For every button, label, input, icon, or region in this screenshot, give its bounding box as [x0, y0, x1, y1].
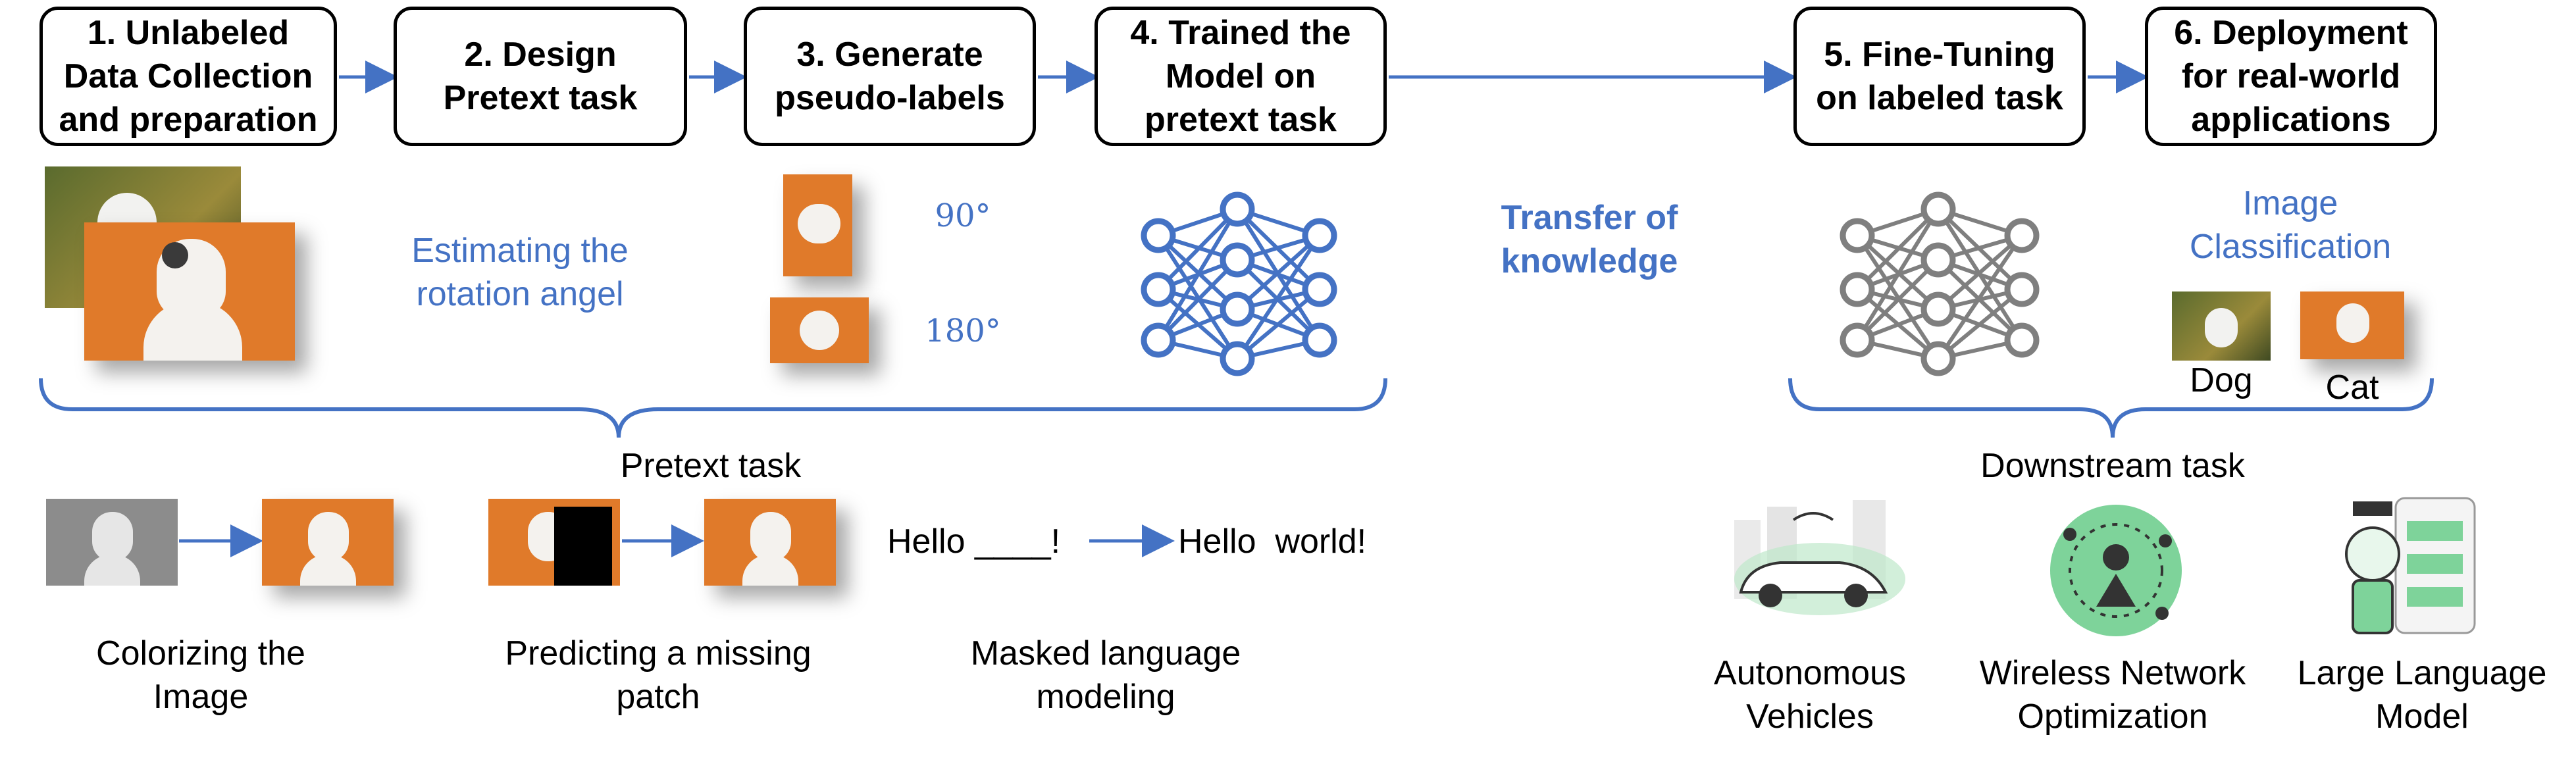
- colorizing-caption: Colorizing the Image: [96, 634, 305, 716]
- application-large-language-model: Large Language Model: [2297, 654, 2547, 736]
- missing-patch-caption: Predicting a missing patch: [505, 634, 811, 716]
- step-1-data-collection: 1. Unlabeled Data Collection and prepara…: [39, 7, 337, 146]
- restored-patch-cat-image: [704, 499, 836, 586]
- masked-patch-cat-image: [488, 499, 620, 586]
- colorized-cat-image: [262, 499, 394, 586]
- cat-photo-image: [84, 222, 295, 361]
- predicted-sentence: Hello world!: [1178, 522, 1367, 561]
- rotation-task-label: Estimating the rotation angel: [411, 232, 629, 313]
- masked-language-caption: Masked language modeling: [970, 634, 1241, 716]
- dog-label: Dog: [2190, 361, 2253, 399]
- large-language-model-icon: [2345, 497, 2476, 634]
- cat-thumbnail-image: [2300, 291, 2404, 359]
- step-4-train-model: 4. Trained the Model on pretext task: [1095, 7, 1387, 146]
- angle-90-label: 90°: [935, 197, 991, 234]
- cat-label: Cat: [2325, 368, 2379, 407]
- application-wireless-network: Wireless Network Optimization: [1979, 654, 2246, 736]
- pretext-brace: [39, 378, 1387, 438]
- finetune-network-icon: [1840, 191, 2040, 376]
- step-5-fine-tuning: 5. Fine-Tuning on labeled task: [1793, 7, 2086, 146]
- step-3-pseudo-labels: 3. Generate pseudo-labels: [744, 7, 1036, 146]
- transfer-knowledge-label: Transfer of knowledge: [1501, 199, 1678, 280]
- image-classification-label: Image Classification: [2189, 184, 2392, 266]
- wireless-network-icon: [2050, 505, 2182, 636]
- pretext-task-label: Pretext task: [620, 447, 802, 485]
- rotated-90-image: [783, 174, 852, 276]
- step-2-design-pretext: 2. Design Pretext task: [394, 7, 687, 146]
- pretext-network-icon: [1141, 191, 1337, 376]
- autonomous-vehicle-icon: [1734, 500, 1905, 615]
- flow-arrows: [179, 61, 2149, 557]
- downstream-task-label: Downstream task: [1980, 447, 2245, 485]
- downstream-brace: [1788, 378, 2434, 438]
- application-autonomous-vehicles: Autonomous Vehicles: [1714, 654, 1906, 736]
- dog-thumbnail-image: [2172, 291, 2271, 361]
- grayscale-cat-image: [46, 499, 178, 586]
- angle-180-label: 180°: [925, 313, 1001, 349]
- rotated-180-image: [770, 297, 869, 363]
- step-6-deployment: 6. Deployment for real-world application…: [2145, 7, 2437, 146]
- masked-sentence: Hello ____!: [887, 522, 1061, 561]
